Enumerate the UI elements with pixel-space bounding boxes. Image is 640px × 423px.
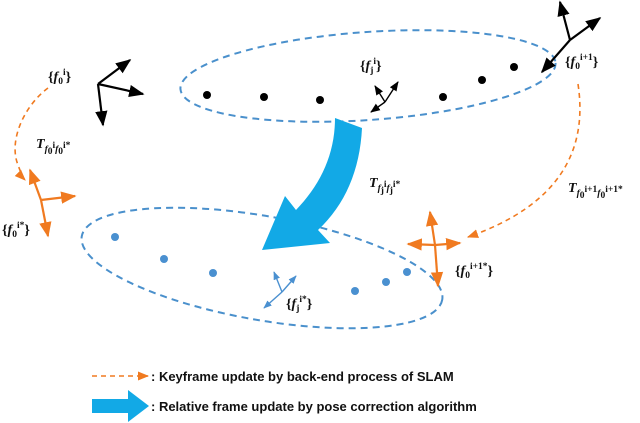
top-point <box>439 93 447 101</box>
frame-f0i-icon <box>95 59 145 127</box>
label-T-mid: Tfjifji* <box>369 176 401 196</box>
bottom-point <box>351 287 359 295</box>
top-keyframe-ellipse <box>179 29 557 123</box>
frame-fji-icon <box>370 81 399 113</box>
bottom-point <box>382 278 390 286</box>
bottom-keyframe-ellipse <box>80 206 444 330</box>
bottom-point <box>209 269 217 277</box>
label-fji: {fji} <box>360 57 382 76</box>
label-f0i: {f0i} <box>48 68 72 87</box>
label-T-right: Tf0i+1f0i+1* <box>568 181 623 201</box>
legend-arrow-text: : Relative frame update by pose correcti… <box>151 399 477 414</box>
right-keyframe-update-arrow <box>466 83 581 238</box>
legend-dashed-text: : Keyframe update by back-end process of… <box>151 369 454 384</box>
top-point <box>260 93 268 101</box>
label-fji-star: {fji*} <box>286 295 313 314</box>
label-T-left: Tf0if0i* <box>36 137 71 157</box>
bottom-point <box>111 233 119 241</box>
frame-f0i-star-icon <box>28 168 77 238</box>
top-point <box>478 76 486 84</box>
top-point <box>510 63 518 71</box>
pose-correction-arrow <box>262 118 362 250</box>
top-point <box>203 91 211 99</box>
label-f0i1: {f0i+1} <box>565 53 599 72</box>
label-f0i-star: {f0i*} <box>2 221 30 240</box>
bottom-point <box>160 255 168 263</box>
left-keyframe-update-arrow <box>14 87 49 181</box>
top-points <box>203 63 518 104</box>
legend-blue-arrow-icon <box>92 390 149 422</box>
bottom-point <box>403 268 411 276</box>
frame-f0i1-icon <box>540 0 602 74</box>
label-f0i1-star: {f0i+1*} <box>455 262 494 281</box>
top-point <box>316 96 324 104</box>
bottom-points <box>111 233 411 295</box>
frame-fji-star-icon <box>263 271 297 309</box>
frame-f0i1-star-icon <box>406 210 462 288</box>
